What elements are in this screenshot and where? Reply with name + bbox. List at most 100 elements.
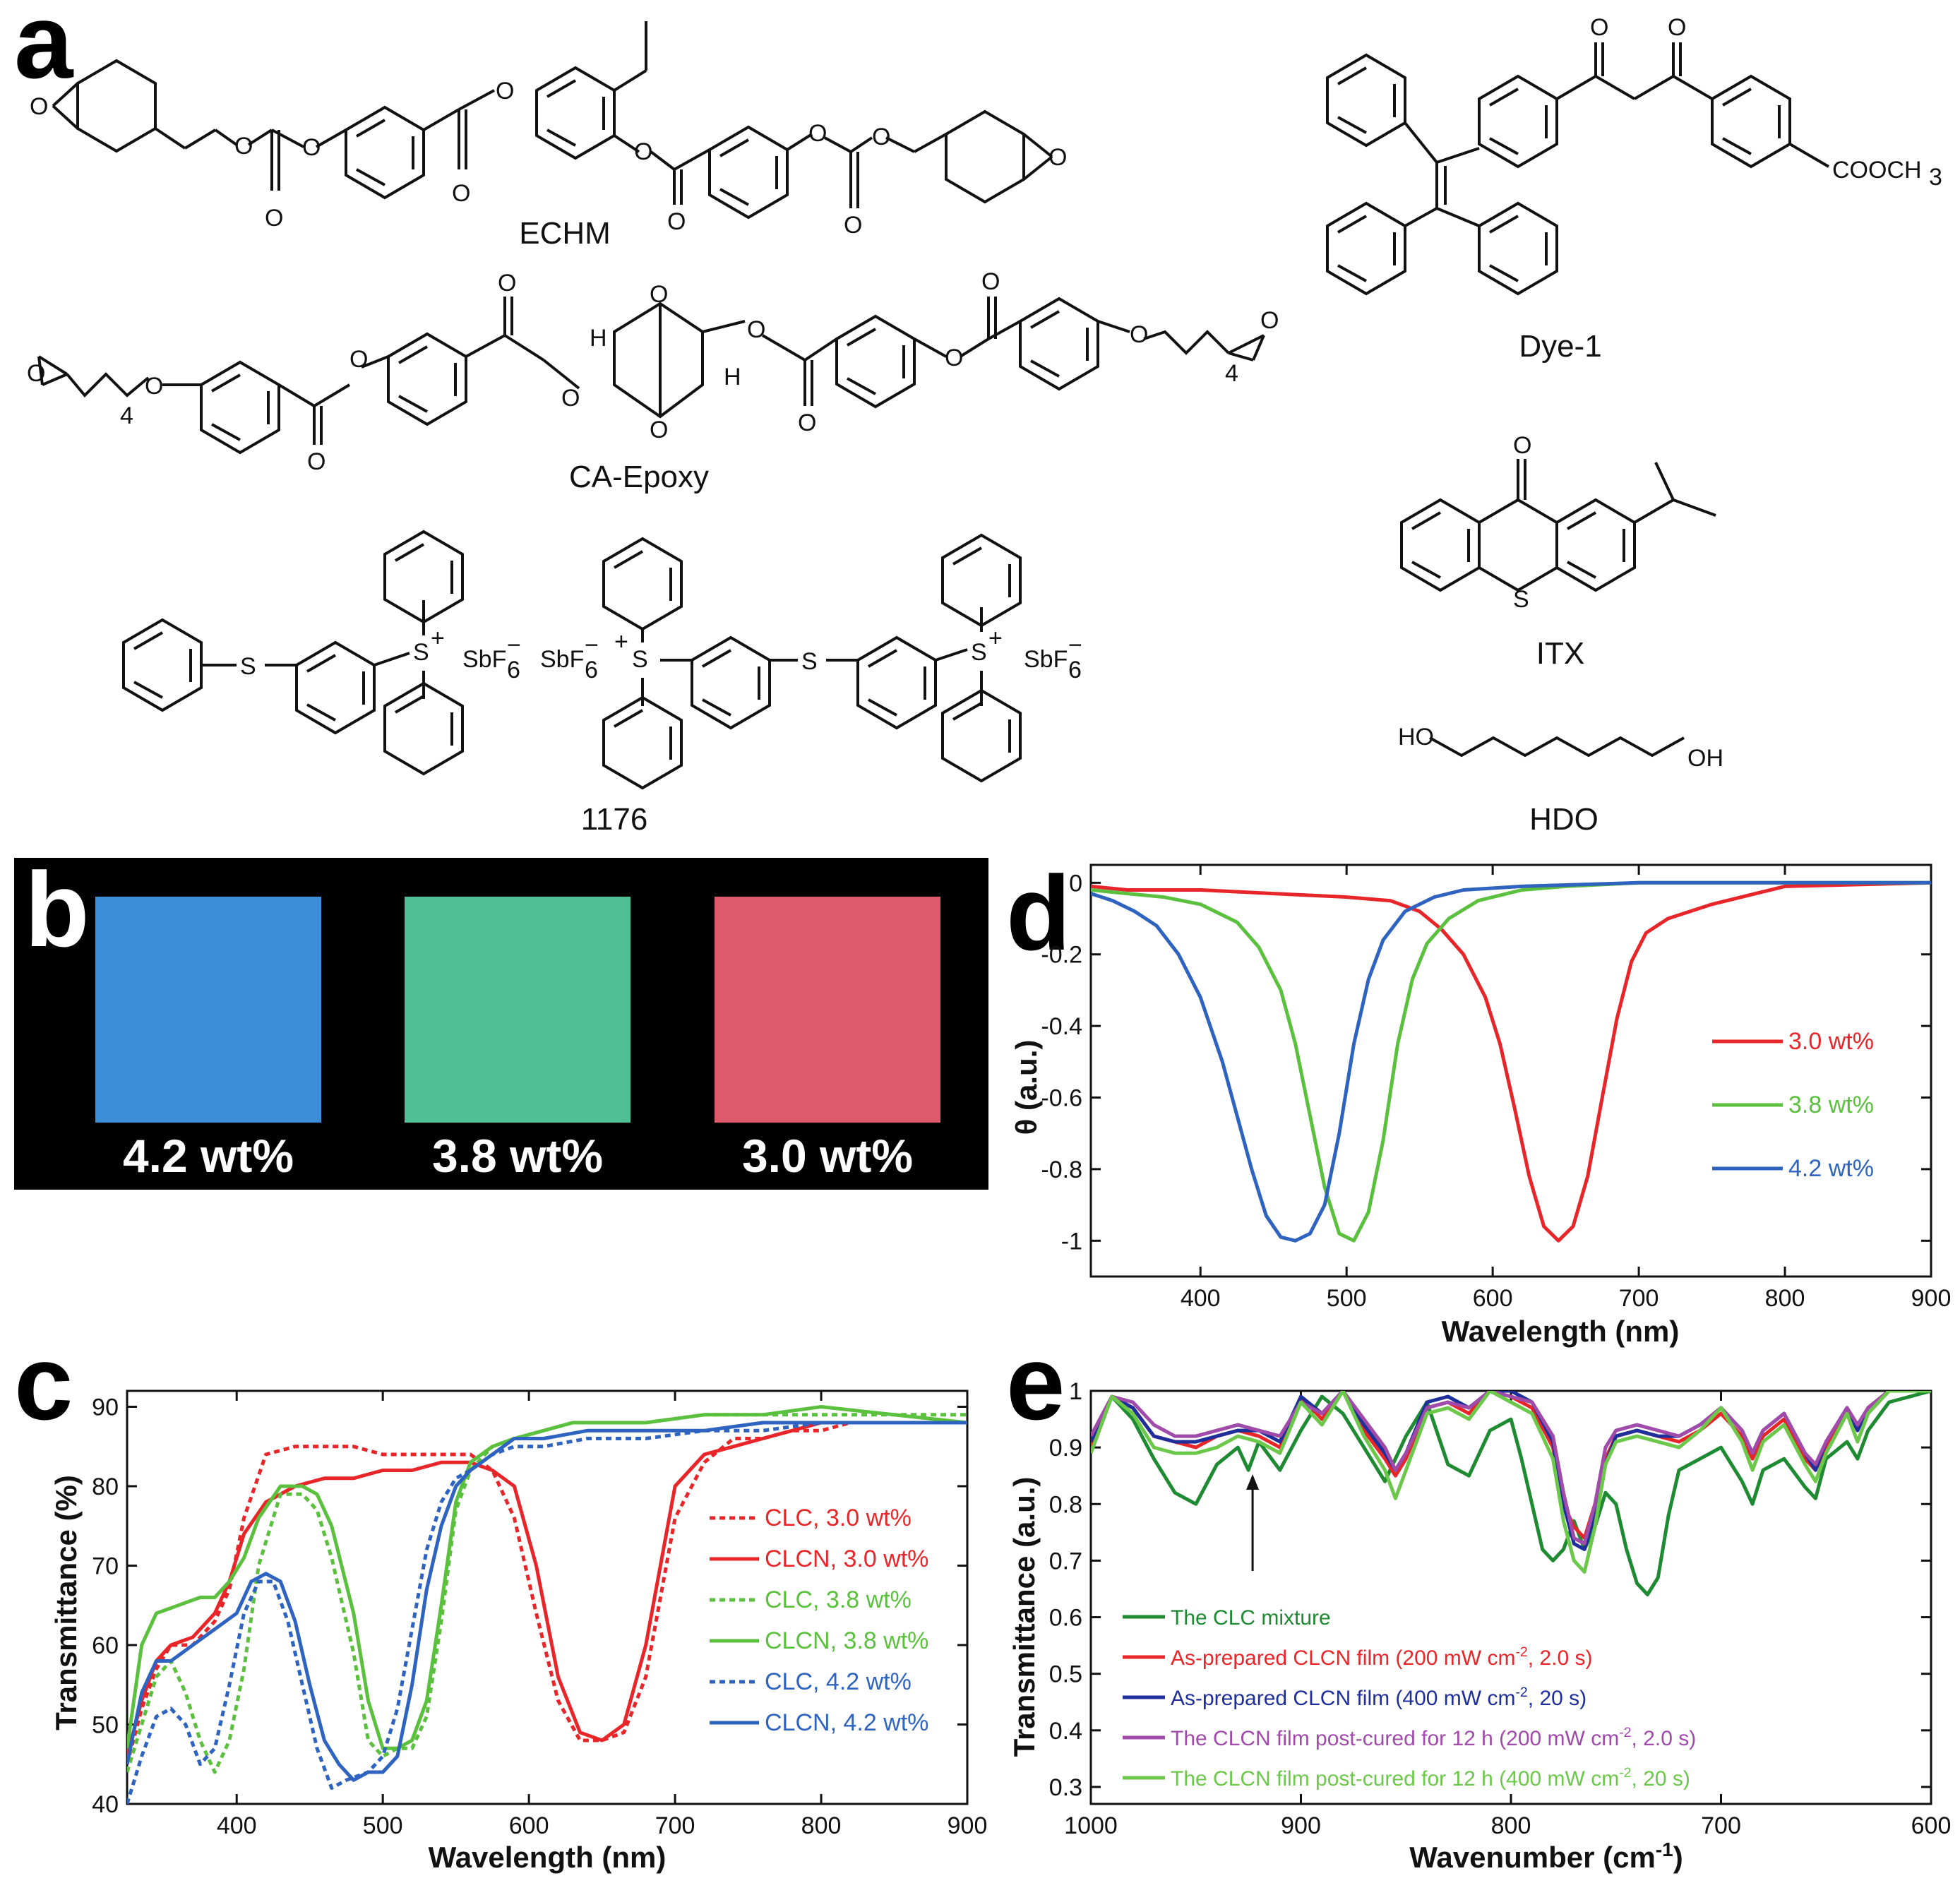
legend-label-main: 3.8 wt% — [1788, 1092, 1874, 1118]
atom-o: O — [844, 212, 862, 239]
atom-s: S — [801, 648, 818, 675]
legend-label-tail: , 2.0 s) — [1528, 1646, 1593, 1670]
y-tick-label: 60 — [92, 1632, 119, 1659]
chem-name-hdo: HDO — [1529, 802, 1599, 837]
x-tick-label: 700 — [655, 1812, 695, 1839]
atom-o: O — [634, 138, 652, 165]
ester-group: COOCH — [1832, 157, 1922, 184]
series-line-0 — [127, 1421, 967, 1765]
atom-o: O — [872, 124, 890, 150]
chem-name-itx: ITX — [1536, 636, 1584, 671]
counterion-minus: − — [507, 632, 521, 659]
charge-plus: + — [614, 628, 628, 655]
atom-s-plus: S — [971, 639, 987, 666]
panel-a-structures: a — [14, 0, 1942, 837]
counterion-sbf: SbF — [462, 646, 506, 673]
x-tick-label: 800 — [1491, 1812, 1531, 1839]
legend-label: 3.8 wt% — [1788, 1092, 1874, 1118]
atom-o: O — [27, 360, 45, 387]
series-line-1 — [1091, 880, 1931, 1243]
y-tick-label: -0.2 — [1041, 942, 1082, 969]
y-axis-title: Transmittance (a.u.) — [1008, 1477, 1041, 1757]
panel-label-b: b — [25, 850, 90, 969]
legend-label-tail: , 2.0 s) — [1632, 1727, 1697, 1750]
x-tick-label: 900 — [948, 1812, 988, 1839]
swatch-red — [715, 897, 940, 1123]
panel-label-d: d — [1006, 854, 1071, 972]
y-tick-label: 50 — [92, 1712, 119, 1739]
atom-o: O — [561, 385, 580, 412]
swatch-label: 4.2 wt% — [123, 1130, 294, 1182]
y-tick-label: 80 — [92, 1473, 119, 1500]
counterion-sub: 6 — [585, 657, 598, 683]
series-line-1 — [127, 1421, 967, 1757]
atom-o: O — [349, 346, 368, 373]
swatch-label: 3.0 wt% — [742, 1130, 913, 1182]
y-tick-label: 0.8 — [1049, 1491, 1082, 1518]
legend-label-main: CLCN, 3.8 wt% — [765, 1627, 928, 1654]
atom-o: O — [1668, 14, 1686, 41]
x-tick-label: 600 — [1911, 1812, 1952, 1839]
legend-label: The CLCN film post-cured for 12 h (200 m… — [1171, 1725, 1696, 1750]
atom-o: O — [650, 281, 668, 308]
x-tick-label: 700 — [1619, 1285, 1659, 1312]
x-tick-label: 800 — [801, 1812, 842, 1839]
atom-o: O — [1260, 307, 1279, 334]
series-line-4 — [1091, 1391, 1931, 1574]
series-line-0 — [1091, 1391, 1931, 1596]
y-tick-label: 0.3 — [1049, 1774, 1082, 1801]
atom-h: H — [590, 325, 607, 352]
atom-o: O — [452, 180, 470, 207]
plot-frame — [1089, 863, 1932, 1278]
x-tick-label: 700 — [1701, 1812, 1741, 1839]
x-axis-title-sup: -1 — [1656, 1839, 1673, 1860]
swatch-blue — [95, 897, 321, 1123]
atom-h: H — [724, 364, 741, 390]
legend-label: CLC, 3.8 wt% — [765, 1586, 912, 1613]
legend-label: CLC, 4.2 wt% — [765, 1668, 912, 1695]
legend-label-main: CLC, 4.2 wt% — [765, 1668, 912, 1695]
hdo-oh: OH — [1687, 745, 1723, 772]
x-tick-label: 600 — [1473, 1285, 1513, 1312]
counterion-sub: 6 — [1068, 657, 1082, 683]
atom-s: S — [240, 653, 256, 680]
legend-label: CLCN, 4.2 wt% — [765, 1709, 928, 1736]
legend-label-tail: , 20 s) — [1632, 1767, 1690, 1791]
legend-label: CLCN, 3.0 wt% — [765, 1546, 928, 1572]
legend-label-main: 3.0 wt% — [1788, 1028, 1874, 1055]
legend-label: 4.2 wt% — [1788, 1155, 1874, 1182]
legend-label-main: The CLC mixture — [1171, 1606, 1331, 1630]
x-axis-title: Wavelength (nm) — [1442, 1315, 1680, 1348]
swatch-label: 3.8 wt% — [432, 1130, 603, 1182]
legend: 3.0 wt% 3.8 wt% 4.2 wt% — [1712, 1028, 1874, 1182]
legend-label: 3.0 wt% — [1788, 1028, 1874, 1055]
x-axis-title: Wavenumber (cm-1) — [1409, 1839, 1683, 1874]
atom-subscript: 4 — [120, 402, 133, 429]
atom-o: O — [981, 268, 1000, 295]
chem-name-1176: 1176 — [581, 802, 648, 837]
atom-o: O — [265, 205, 283, 232]
y-tick-label: 0.4 — [1049, 1718, 1082, 1745]
series-line-2 — [1091, 1391, 1931, 1551]
legend-label: As-prepared CLCN film (200 mW cm-2, 2.0 … — [1171, 1644, 1592, 1670]
legend-label-sup: -2 — [1515, 1644, 1527, 1660]
legend-label-main: The CLCN film post-cured for 12 h (200 m… — [1171, 1727, 1619, 1750]
atom-o: O — [302, 134, 321, 161]
y-tick-label: -0.6 — [1041, 1085, 1082, 1112]
x-tick-label: 500 — [1327, 1285, 1367, 1312]
atom-o: O — [945, 345, 963, 371]
legend: CLC, 3.0 wt% CLCN, 3.0 wt% CLC, 3.8 wt% CLC… — [710, 1505, 928, 1736]
ester-subscript: 3 — [1929, 164, 1942, 191]
legend-label-tail: , 20 s) — [1528, 1687, 1586, 1710]
atom-o: O — [496, 78, 514, 104]
y-tick-label: -1 — [1061, 1228, 1082, 1255]
x-axis-title-main: Wavenumber (cm — [1409, 1841, 1656, 1874]
atom-o: O — [1130, 321, 1148, 348]
charge-plus: + — [431, 625, 445, 652]
x-axis-title: Wavelength (nm) — [429, 1841, 667, 1874]
y-tick-label: -0.4 — [1041, 1013, 1082, 1040]
y-tick-label: -0.8 — [1041, 1156, 1082, 1183]
legend-label: CLC, 3.0 wt% — [765, 1505, 912, 1531]
